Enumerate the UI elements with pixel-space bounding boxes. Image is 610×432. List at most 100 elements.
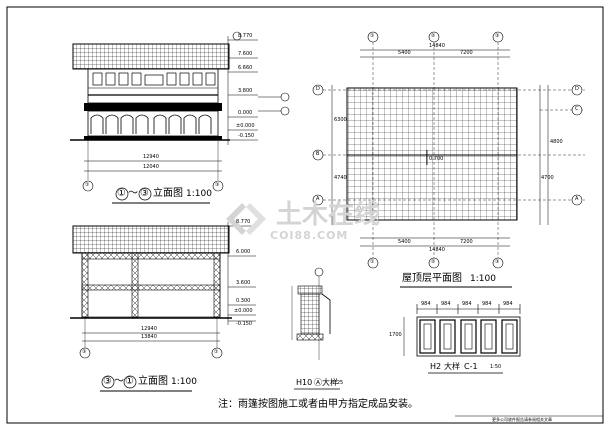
e1-level: 8.770 [238, 33, 253, 39]
h2-sub: 大样 [444, 362, 460, 371]
e1-level: 7.600 [238, 51, 253, 57]
roof-dim-right-b: 4700 [541, 175, 554, 181]
e1-lower-facade [87, 110, 219, 137]
e2-dim-total-a: 12940 [141, 326, 157, 332]
h10-sub: Ⓐ大样 [314, 378, 338, 387]
roof-title-name: 屋顶层平面图 [402, 273, 462, 284]
e2-column-mid [131, 252, 139, 318]
h2-ref: C-1 [464, 362, 478, 371]
e1-title-bubble [115, 187, 129, 201]
e2-level: 8.770 [236, 219, 251, 225]
h10-axis-bubble [314, 267, 324, 277]
roof-title-scale: 1:100 [470, 274, 496, 284]
outer-frame [6, 6, 604, 424]
e1-title-axis-a: ① [117, 188, 126, 199]
e1-title-scale: 1:100 [186, 189, 212, 199]
general-note: 注：雨篷按图施工或者由甲方指定成品安装。 [218, 399, 418, 410]
roof-dim-bot-total: 14840 [429, 247, 445, 253]
h2-scale: 1:50 [490, 364, 502, 370]
roof-dim-top-right: 7200 [460, 50, 473, 56]
e1-axis-label-right: ③ [215, 182, 220, 188]
e2-title-axis-b: ① [125, 376, 134, 387]
e2-level-ticks [228, 225, 256, 322]
h2-panel-dim: 984 [503, 301, 513, 307]
detail-h2 [403, 304, 521, 374]
e1-roof-band [72, 43, 230, 70]
e2-title-axis-a: ③ [103, 376, 112, 387]
e2-dim-total-b: 13840 [141, 334, 157, 340]
roof-axis-right: A [575, 196, 579, 202]
e1-level: -0.150 [238, 133, 255, 139]
e1-level-ticks [228, 39, 258, 141]
e1-title-sep: ～ [128, 188, 138, 199]
roof-dim-bot-right: 7200 [460, 239, 473, 245]
watermark-sub-text: COI88.COM [270, 229, 349, 242]
e2-level: 3.600 [236, 280, 251, 286]
h10-label: H10 [296, 378, 313, 387]
h2-panel-dim: 984 [482, 301, 492, 307]
e1-title-name: 立面图 [153, 188, 183, 199]
roof-axis-top: ③ [495, 33, 500, 39]
roof-axis-left: A [316, 196, 320, 202]
h2-height-label: 1700 [389, 332, 402, 338]
e2-beam-mid [81, 284, 221, 291]
roof-axis-bubbles [312, 31, 583, 269]
h10-base [296, 333, 324, 341]
roof-axis-bot: ① [370, 259, 375, 265]
elevation-1 [70, 31, 290, 204]
roof-dim-right-total: 4800 [550, 139, 563, 145]
e1-dim-total-a: 12940 [143, 154, 159, 160]
e1-upper-facade [87, 68, 219, 104]
e2-level: 0.300 [236, 298, 251, 304]
e1-title-axis-b: ③ [140, 188, 149, 199]
e2-column-right [213, 252, 221, 318]
h2-panel-dim: 984 [421, 301, 431, 307]
e2-axis-bubble-right [211, 347, 223, 359]
roof-axis-bot: ② [431, 259, 436, 265]
e2-title-sep: ～ [114, 376, 124, 387]
roof-dim-left-b: 4740 [334, 175, 347, 181]
e2-level: ±0.000 [234, 308, 253, 314]
roof-axis-top: ① [370, 33, 375, 39]
elevation-2 [70, 222, 256, 392]
e1-axis-bubble-right [212, 180, 224, 192]
h10-section [321, 293, 331, 334]
e1-title-bubble [138, 187, 152, 201]
e2-title-scale: 1:100 [171, 377, 197, 387]
e1-level: ±0.000 [236, 123, 255, 129]
e2-level: -0.150 [236, 321, 253, 327]
e2-level: 6.000 [236, 249, 251, 255]
h10-post [300, 293, 320, 335]
roof-slab [346, 87, 518, 221]
roof-axis-bot: ③ [495, 259, 500, 265]
watermark-logo-icon [226, 203, 266, 235]
h10-top-cap [297, 285, 323, 295]
e2-axis-bubble-left [79, 347, 91, 359]
e1-callout-bubble [280, 92, 290, 102]
roof-axis-left: D [316, 86, 320, 92]
roof-axis-lines [323, 42, 585, 258]
e2-column-left [81, 252, 89, 318]
roof-axis-left: B [316, 151, 320, 157]
h10-scale: 1:25 [332, 380, 344, 386]
e2-beam-top [81, 252, 221, 260]
roof-plan [312, 31, 585, 288]
e2-title-bubble [123, 375, 137, 389]
roof-dim-left-a: 6300 [334, 117, 347, 123]
e1-axis-label-left: ① [85, 182, 90, 188]
watermark-logo-text: 土木在线 [276, 200, 381, 230]
e1-level: 3.800 [238, 88, 253, 94]
detail-h10 [291, 267, 340, 390]
e1-level: 0.000 [238, 110, 253, 116]
roof-dim-top-left: 5400 [398, 50, 411, 56]
e1-lower-arches [90, 114, 212, 134]
e1-callout-bubble [280, 106, 290, 116]
e1-dim-total-b: 12040 [143, 164, 159, 170]
h2-label: H2 [430, 362, 442, 371]
e2-title-bubble [101, 375, 115, 389]
roof-axis-top: ② [431, 33, 436, 39]
h2-dim-ticks [416, 304, 521, 314]
roof-slope-label: 0.700 [429, 156, 444, 162]
h2-outer-frame [416, 316, 521, 357]
